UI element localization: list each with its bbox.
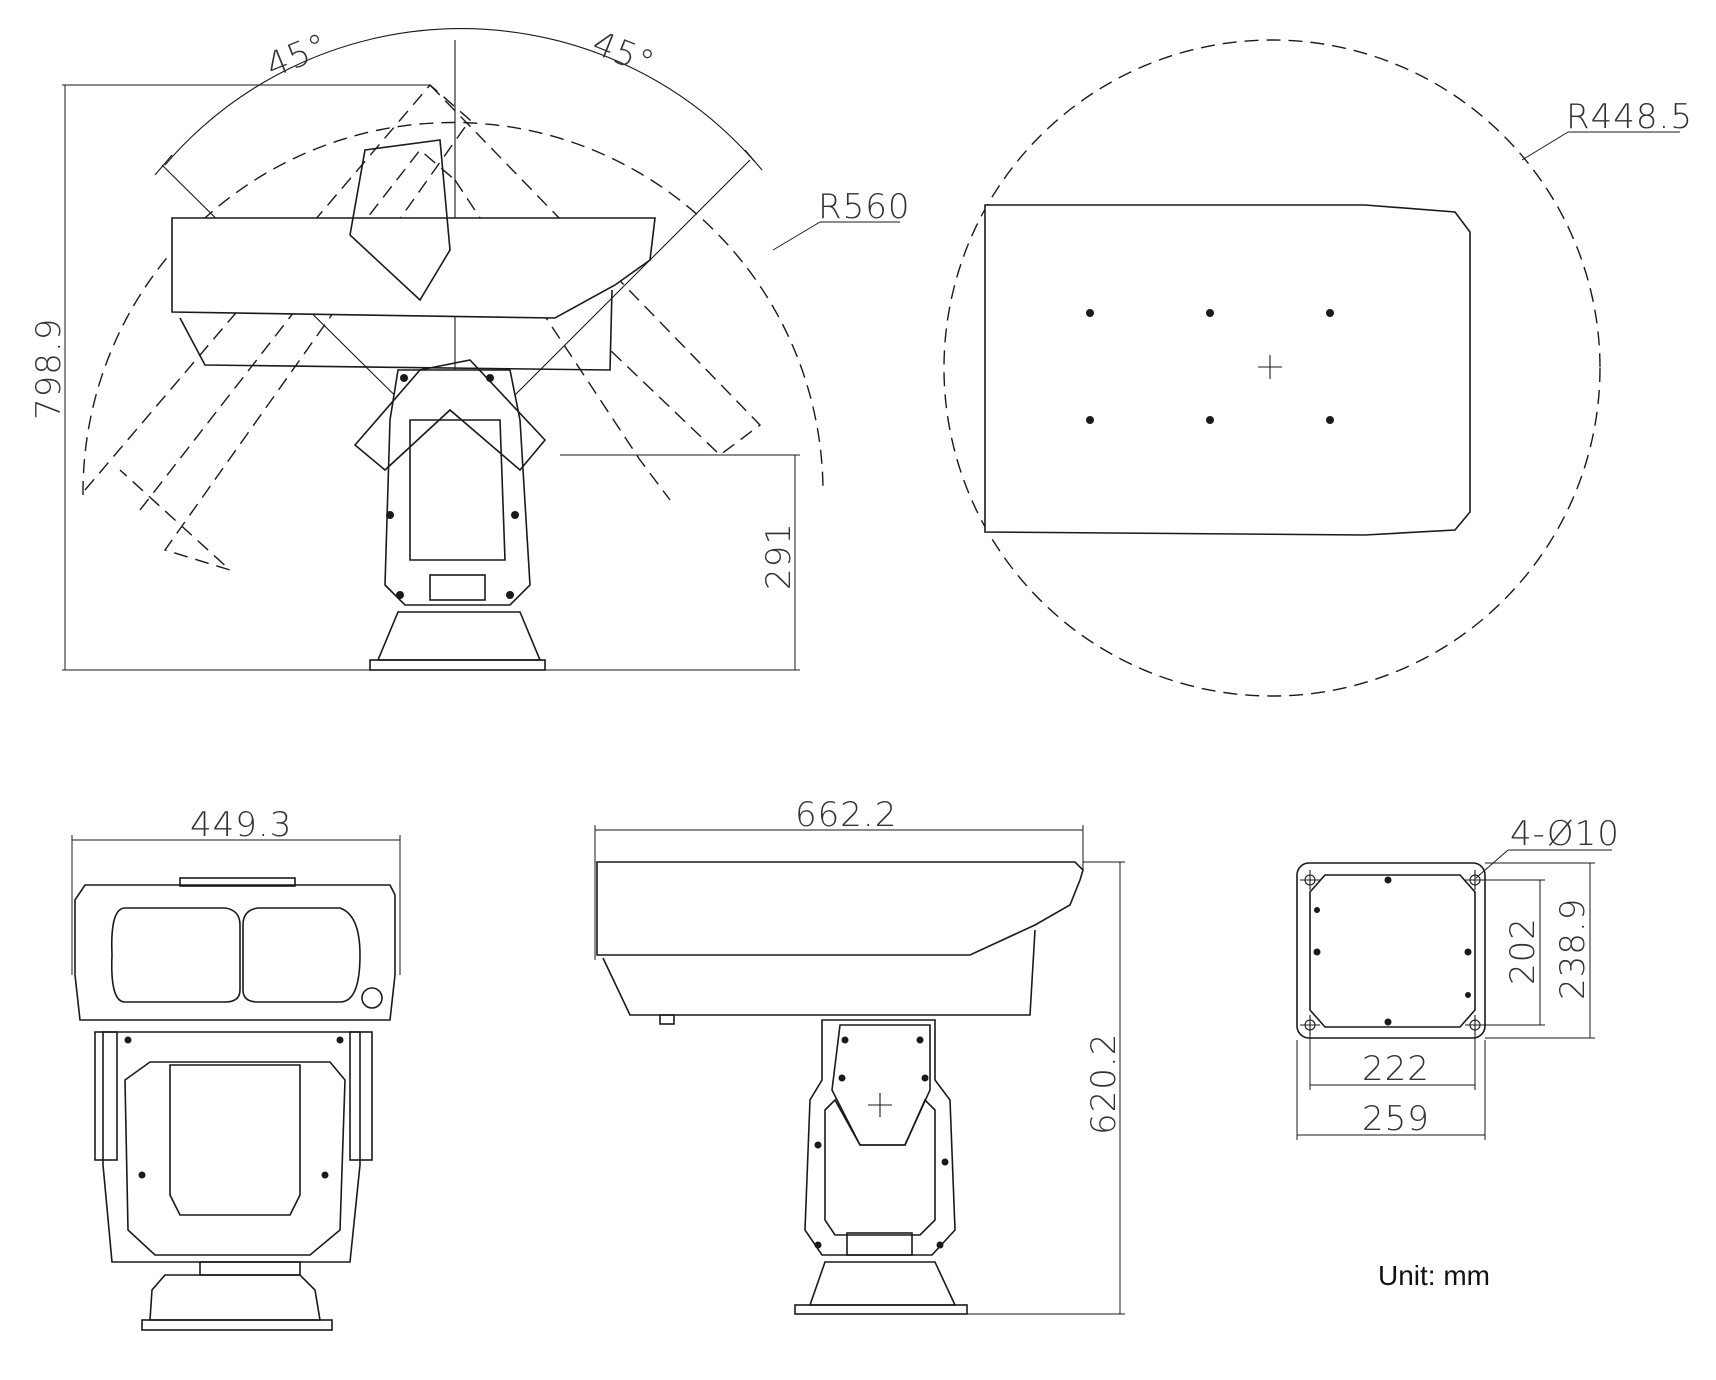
clearance-circle [943,39,1601,697]
front-view: 449.3 [71,805,401,1331]
side-view: 662.2 620.2 [594,795,1125,1315]
unit-note: Unit: mm [1378,1260,1490,1291]
housing-top-view [984,204,1471,536]
radius-r560-label: R560 [818,187,911,227]
side-length-label: 662.2 [795,795,897,835]
base-plate-view: 4-Ø10 202 238.9 222 259 [1296,814,1620,1140]
mounting-hole [1300,870,1320,890]
outer-width-label: 259 [1362,1099,1430,1139]
base-plate-outline [1296,862,1486,1039]
rotation-clearance-view: R448.5 [943,39,1693,697]
housing-level [171,217,656,319]
radius-r448-label: R448.5 [1566,97,1693,137]
yoke [384,369,531,606]
inner-height-label: 202 [1503,917,1543,985]
angle-right-label: 45° [587,23,661,84]
swing-arc-r560 [82,121,824,496]
angle-arc [164,28,756,166]
base [376,611,542,661]
side-height-label: 620.2 [1084,1033,1124,1135]
inner-width-label: 222 [1362,1049,1430,1089]
front-width-label: 449.3 [190,805,292,845]
overall-height-label: 798.9 [29,318,69,420]
holes-label: 4-Ø10 [1510,814,1620,854]
outer-height-label: 238.9 [1553,898,1593,1000]
pivot-height-label: 291 [759,522,799,590]
tilt-range-view: 45° 45° R560 798.9 291 [29,23,911,671]
angle-left-label: 45° [260,26,334,87]
